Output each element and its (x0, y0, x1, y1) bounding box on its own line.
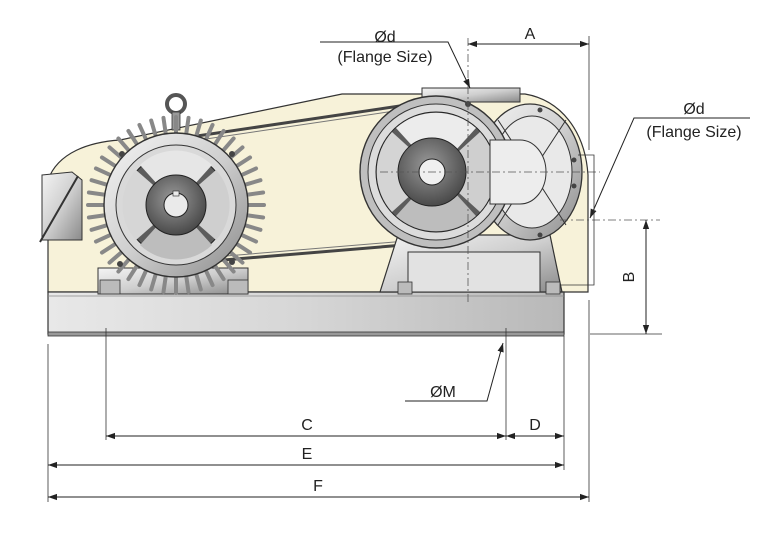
dimension-f-label: F (313, 478, 323, 495)
motor-fin (161, 272, 169, 295)
motor-fin (226, 145, 245, 162)
motor-fin (193, 118, 203, 140)
dimension-c-label: C (301, 417, 313, 434)
motor-fin (86, 190, 109, 198)
motor-fin (241, 222, 263, 232)
motor-fin (203, 266, 215, 288)
motor-fin (93, 232, 115, 244)
base-extension-lines (47, 300, 590, 502)
motor-fin (161, 115, 169, 138)
motor-fin (99, 240, 120, 255)
motor-fin (203, 122, 215, 144)
motor-fin (89, 222, 111, 232)
motor-fin (89, 178, 111, 188)
dimension-f: F (48, 478, 589, 501)
electric-motor (86, 93, 266, 295)
motor-fin (149, 270, 159, 292)
motor-fin (237, 232, 259, 244)
dimension-e: E (48, 446, 564, 469)
motor-fin (226, 248, 245, 265)
motor-fin (86, 212, 109, 220)
motor-fin (107, 248, 126, 265)
motor-fin (126, 261, 141, 282)
base-frame (47, 291, 565, 337)
dimension-b-label: B (621, 272, 638, 283)
motor-fin (107, 145, 126, 162)
dimension-e-label: E (302, 446, 313, 463)
motor-fin (137, 266, 149, 288)
dimension-b: B (590, 220, 662, 335)
motor-fin (116, 136, 133, 155)
motor-fin (243, 190, 266, 198)
flange-right-label: Ød (683, 101, 704, 118)
motor-fin (183, 115, 191, 138)
motor-fin (241, 178, 263, 188)
motor-fin (232, 240, 253, 255)
motor-fin (211, 261, 226, 282)
flange-top-note: (Flange Size) (337, 49, 432, 66)
motor-fin (93, 166, 115, 178)
motor-fin (116, 255, 133, 274)
motor-fin (237, 166, 259, 178)
dimension-d: D (506, 417, 564, 440)
motor-fin (183, 272, 191, 295)
motor-fin (149, 118, 159, 140)
motor-fin (232, 155, 253, 170)
flange-right-callout: Ød (Flange Size) (589, 101, 750, 219)
motor-fin (243, 212, 266, 220)
motor-fin (137, 122, 149, 144)
blower-unit (359, 87, 583, 295)
motor-fin (219, 255, 236, 274)
guard-side-flap (39, 171, 83, 243)
motor-fin (211, 128, 226, 149)
motor-fin (126, 128, 141, 149)
flange-right-note: (Flange Size) (646, 124, 741, 141)
motor-cooling-fins (86, 115, 266, 295)
flange-right-outline (560, 154, 595, 286)
dimension-d-label: D (529, 417, 541, 434)
dimension-a-label: A (525, 26, 536, 43)
flange-top-callout: Ød (Flange Size) (320, 29, 471, 89)
dimension-c: C (106, 417, 506, 440)
dimension-a: A (468, 26, 590, 150)
flange-top-label: Ød (374, 29, 395, 46)
motor-fin (99, 155, 120, 170)
dimension-m-label: ØM (430, 384, 456, 401)
motor-fin (219, 136, 236, 155)
motor-fin (193, 270, 203, 292)
mounting-hole-callout: ØM (405, 342, 504, 402)
